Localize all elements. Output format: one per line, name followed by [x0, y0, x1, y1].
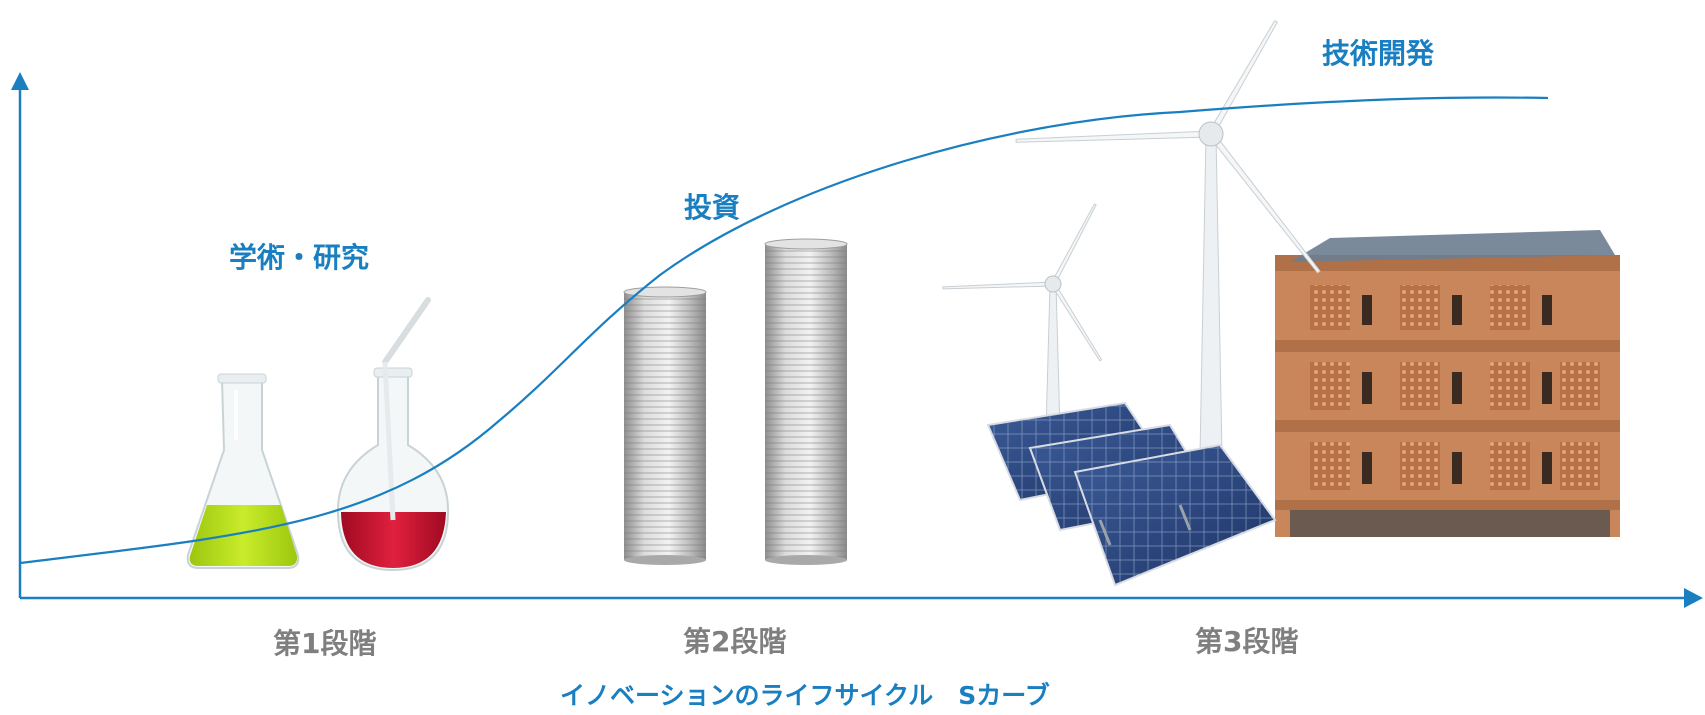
erlenmeyer-flask-icon: [186, 373, 300, 569]
axes: [11, 72, 1703, 608]
phase-label-investment: 投資: [684, 191, 741, 224]
solar-panels-icon: [986, 401, 1277, 587]
s-curve-line: [19, 96, 1549, 565]
building-icon: [1275, 230, 1620, 537]
stage-label-3: 第3段階: [1195, 625, 1299, 658]
stage-label-1: 第1段階: [273, 627, 377, 660]
phase-label-research: 学術・研究: [229, 241, 370, 274]
x-axis-arrow-icon: [1684, 588, 1703, 608]
phase-label-technology-development: 技術開発: [1322, 37, 1435, 70]
renewable-energy-illustration: [942, 19, 1620, 587]
coin-stack-left-icon: [623, 286, 707, 565]
diagram-caption: イノベーションのライフサイクル Sカーブ: [560, 681, 1050, 710]
laboratory-flasks-illustration: [186, 297, 450, 572]
stage-label-2: 第2段階: [683, 625, 787, 658]
large-wind-turbine-icon: [1015, 19, 1321, 456]
y-axis-arrow-icon: [11, 72, 29, 90]
coin-stacks-illustration: [623, 238, 848, 565]
round-bottom-flask-icon: [336, 297, 450, 572]
coin-stack-right-icon: [764, 238, 848, 565]
small-wind-turbine-icon: [942, 203, 1103, 431]
